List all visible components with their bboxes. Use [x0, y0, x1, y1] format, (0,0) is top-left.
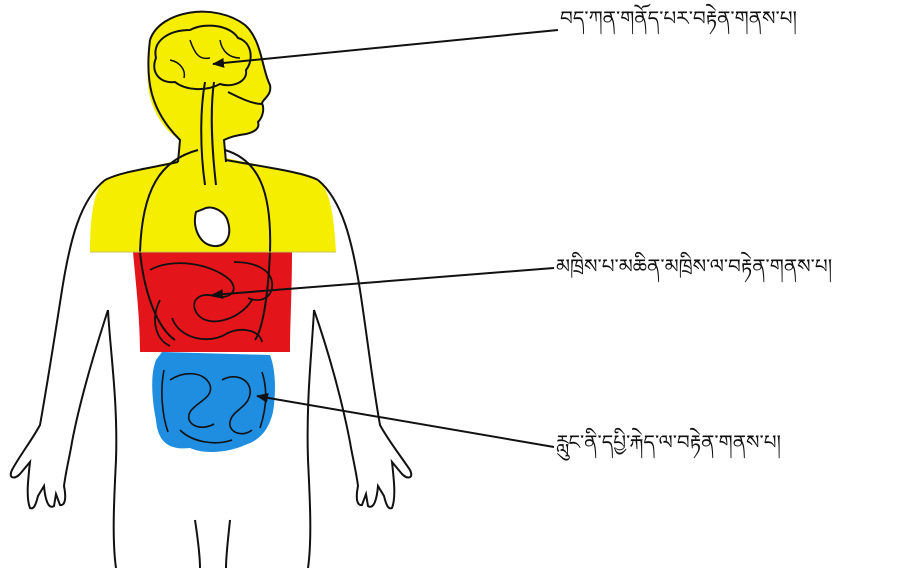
label-middle-region: མཁྲིས་པ་མཆིན་མཁྲིས་ལ་བརྟེན་གནས་པ།	[556, 256, 832, 276]
label-lower-region: རླུང་ནི་དཔྱི་རྐེད་ལ་བརྟེན་གནས་པ།	[556, 432, 781, 452]
lower-region	[152, 352, 275, 452]
pointer-head	[213, 30, 558, 64]
pointer-belly	[257, 396, 554, 447]
label-head-region: བད་ཀན་གནོད་པར་བརྟེན་གནས་པ།	[560, 8, 797, 28]
